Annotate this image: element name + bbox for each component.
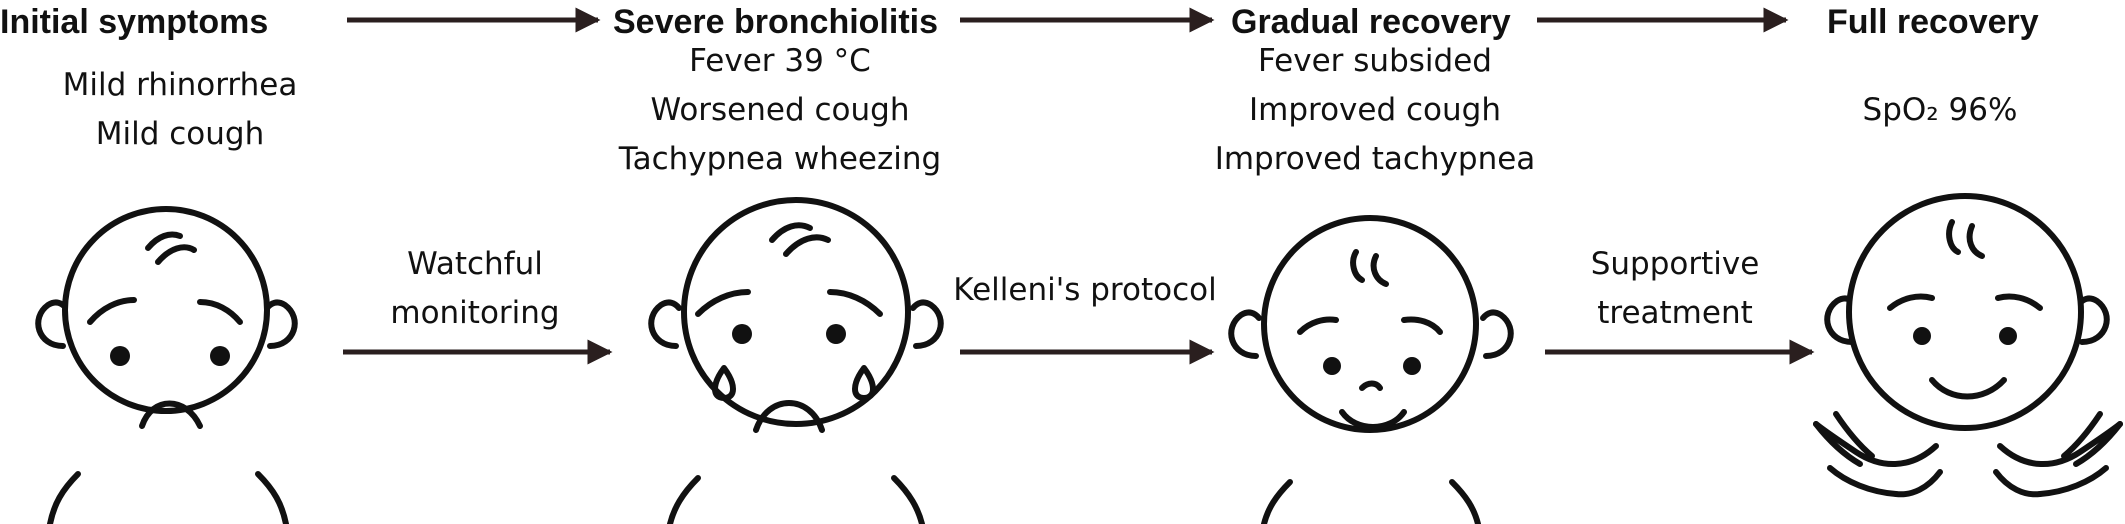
- crying-face-icon: [648, 197, 944, 524]
- symptoms-initial: Mild rhinorrhea Mild cough: [20, 61, 340, 159]
- transition-line: Kelleni's protocol: [953, 272, 1217, 308]
- symptoms-severe: Fever 39 °C Worsened cough Tachypnea whe…: [600, 37, 960, 184]
- symptom-line: Improved tachypnea: [1214, 141, 1536, 177]
- symptoms-full: SpO₂ 96%: [1820, 86, 2060, 135]
- symptom-line: Mild cough: [95, 116, 265, 152]
- sad-face-icon: [35, 206, 298, 524]
- symptom-line: Fever subsided: [1258, 43, 1492, 79]
- smiling-face-icon: [1228, 215, 1514, 524]
- stage-title-gradual-recovery: Gradual recovery: [1231, 3, 1511, 41]
- transition-label-watchful-monitoring: Watchful monitoring: [345, 240, 605, 338]
- symptom-line: Worsened cough: [650, 92, 910, 128]
- transition-line: treatment: [1597, 295, 1753, 331]
- transition-label-kellenis-protocol: Kelleni's protocol: [935, 266, 1235, 315]
- transition-line: Supportive: [1590, 246, 1760, 282]
- symptom-line: Tachypnea wheezing: [618, 141, 942, 177]
- symptoms-gradual: Fever subsided Improved cough Improved t…: [1200, 37, 1550, 184]
- transition-line: Watchful: [407, 246, 543, 282]
- symptom-line: Fever 39 °C: [689, 43, 871, 79]
- transition-label-supportive-treatment: Supportive treatment: [1555, 240, 1795, 338]
- symptom-line: Improved cough: [1249, 92, 1501, 128]
- happy-arms-up-face-icon: [1813, 193, 2123, 498]
- symptom-line: Mild rhinorrhea: [62, 67, 298, 103]
- symptom-line: SpO₂ 96%: [1862, 92, 2018, 128]
- stage-title-initial-symptoms: Initial symptoms: [0, 3, 269, 41]
- stage-title-full-recovery: Full recovery: [1827, 3, 2039, 41]
- transition-line: monitoring: [390, 295, 560, 331]
- stage-title-severe-bronchiolitis: Severe bronchiolitis: [613, 3, 938, 41]
